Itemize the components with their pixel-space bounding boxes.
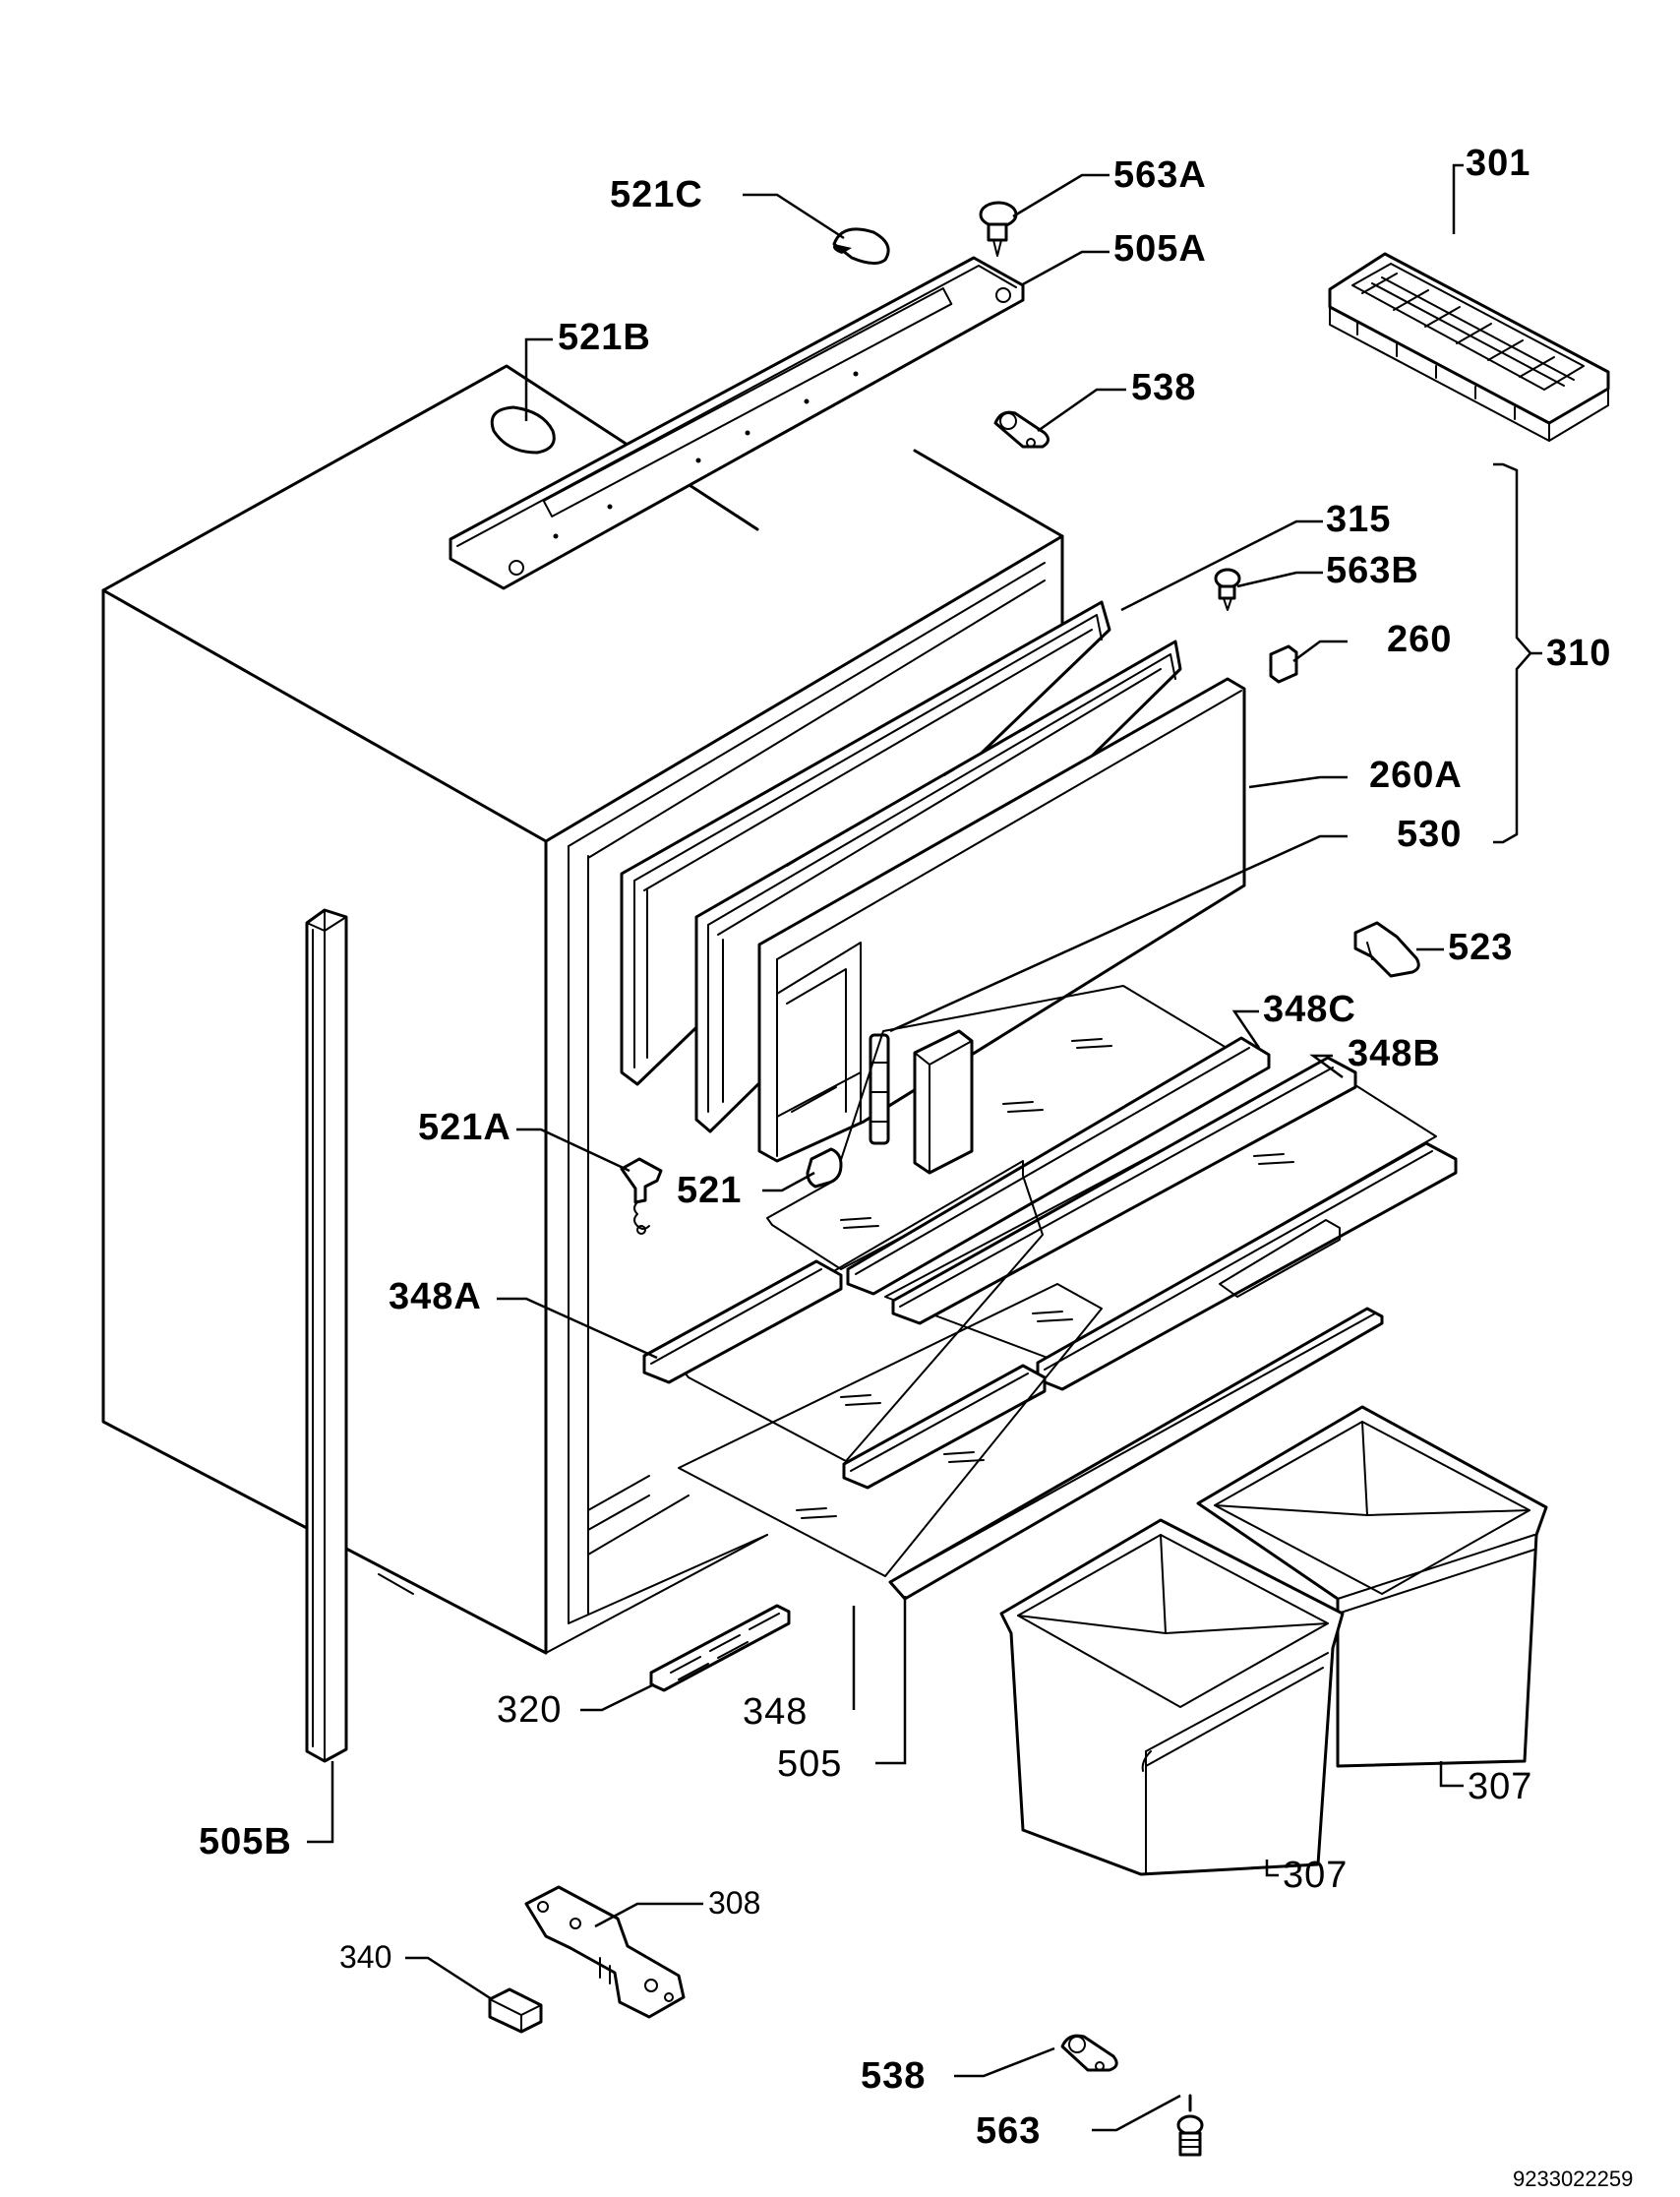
cap-521B xyxy=(490,405,556,455)
label-505B: 505B xyxy=(199,1821,292,1862)
label-530: 530 xyxy=(1397,814,1462,855)
label-538-top: 538 xyxy=(1131,367,1196,408)
crisper-bin-307-left xyxy=(999,1518,1345,1876)
block-340 xyxy=(488,1987,543,2034)
label-260: 260 xyxy=(1387,619,1452,660)
label-521A: 521A xyxy=(418,1107,511,1148)
leader-lines xyxy=(307,163,1542,2132)
label-301: 301 xyxy=(1466,143,1530,184)
label-348: 348 xyxy=(743,1691,808,1733)
glass-plate-348 xyxy=(678,1283,1103,1577)
label-348A: 348A xyxy=(389,1276,482,1317)
label-307-right: 307 xyxy=(1468,1766,1532,1807)
label-320: 320 xyxy=(497,1689,562,1731)
freezer-door-assembly-310 xyxy=(620,600,1246,1175)
document-number: 9233022259 xyxy=(1513,2166,1633,2191)
label-563B: 563B xyxy=(1326,550,1419,591)
hinge-plate-308 xyxy=(524,1885,686,2019)
label-348C: 348C xyxy=(1263,989,1356,1030)
label-538-bottom: 538 xyxy=(861,2055,926,2097)
cabinet-body xyxy=(101,364,1064,1655)
label-348B: 348B xyxy=(1348,1033,1441,1074)
hinge-pin-538-bottom xyxy=(1060,2034,1118,2072)
door-strip-505B xyxy=(305,908,348,1763)
label-521B: 521B xyxy=(558,317,651,358)
screw-563 xyxy=(1176,2094,1204,2157)
screw-563A xyxy=(979,201,1018,257)
trim-strip-505 xyxy=(888,1307,1384,1601)
clip-260 xyxy=(1269,644,1298,684)
top-rail-505A xyxy=(449,256,1025,590)
glass-shelf-348C xyxy=(766,985,1271,1296)
label-307-left: 307 xyxy=(1283,1855,1348,1896)
part-523 xyxy=(1353,921,1420,978)
label-521C: 521C xyxy=(610,174,703,215)
screw-563B xyxy=(1214,568,1241,611)
glass-shelf-348B xyxy=(884,1056,1458,1391)
label-308: 308 xyxy=(708,1885,760,1921)
label-315: 315 xyxy=(1326,499,1391,540)
hinge-pin-538-top xyxy=(993,410,1050,449)
vent-grille-320 xyxy=(649,1604,791,1692)
cap-521C xyxy=(832,227,890,265)
label-563: 563 xyxy=(976,2110,1041,2152)
label-563A: 563A xyxy=(1113,154,1207,196)
clip-521 xyxy=(806,1147,843,1189)
label-505: 505 xyxy=(777,1743,842,1785)
ice-tray-301 xyxy=(1328,252,1610,442)
glass-shelf-348A xyxy=(642,1160,1341,1490)
label-523: 523 xyxy=(1448,927,1513,968)
label-260A: 260A xyxy=(1369,755,1463,796)
label-505A: 505A xyxy=(1113,228,1207,270)
shelf-support-521A xyxy=(620,1157,663,1235)
part-labels: 301 563A 505A 521C 521B 538 315 563B 260… xyxy=(199,143,1633,2191)
label-340: 340 xyxy=(339,1939,391,1975)
label-521: 521 xyxy=(677,1170,742,1211)
label-310: 310 xyxy=(1546,633,1611,674)
